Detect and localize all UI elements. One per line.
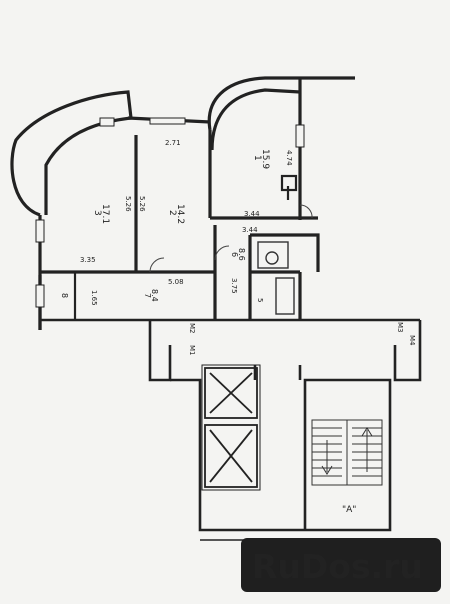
room-3-number: 3: [92, 210, 102, 216]
elevator-shafts: [201, 364, 261, 491]
dim-3-44-b: 3.44: [242, 226, 258, 234]
dim-5-26-a: 5.26: [124, 196, 132, 212]
bathroom-fixtures: [257, 241, 295, 315]
room-labels: 3 17.1 2 14.2 1 15.9 6 8.6 7 8.4 8: [60, 149, 270, 302]
dimension-labels: 2.71 4.74 5.26 5.26 3.44 3.44 3.35 5.08 …: [80, 139, 293, 306]
dim-4-74: 4.74: [285, 150, 293, 166]
dim-3-35: 3.35: [80, 256, 96, 264]
stair-arrow-up: [361, 427, 373, 472]
room-7-number: 7: [143, 293, 152, 298]
staircase: [311, 419, 383, 486]
window-right-1: [295, 124, 305, 148]
room-6-area: 8.6: [237, 248, 246, 261]
label-m2: M2: [188, 323, 196, 334]
lobby-outline: [170, 378, 392, 532]
bath-top-wall: [250, 233, 320, 272]
window-top: [149, 117, 186, 125]
dim-1-65: 1.65: [90, 290, 98, 306]
dim-5-26-b: 5.26: [138, 196, 146, 212]
room1-curved-wall: [207, 76, 355, 131]
elevator-block: [201, 364, 261, 491]
bay-wall-outer: [10, 90, 133, 217]
corridor-walls: [73, 174, 298, 320]
apartment-walls: [10, 76, 420, 330]
window-openings: [35, 117, 305, 308]
label-m3: M3: [396, 322, 404, 333]
watermark-brand: RuDos.ru: [252, 547, 423, 586]
watermark-box: [241, 538, 441, 592]
room-2-number: 2: [167, 210, 177, 216]
stair-arrow-down: [321, 440, 333, 475]
room-6-number: 6: [230, 252, 239, 257]
window-left-1: [35, 219, 45, 243]
label-m4: M4: [408, 335, 416, 346]
corridor-labels: M1 M2 M3 M4 "A": [188, 322, 416, 515]
dim-2-71: 2.71: [165, 139, 181, 147]
room-7-area: 8.4: [150, 289, 159, 302]
dim-5-08: 5.08: [168, 278, 184, 286]
room-1-number: 1: [252, 155, 262, 161]
bathtub-fixture: [275, 277, 295, 315]
toilet-bowl: [265, 251, 279, 265]
room-8-number: 8: [60, 293, 69, 298]
right-landing-wall: [393, 320, 422, 382]
window-top-left: [99, 117, 115, 127]
room-3-area: 17.1: [100, 204, 110, 224]
dim-3-75: 3.75: [230, 278, 238, 294]
label-m1: M1: [188, 345, 196, 356]
left-landing-wall: [148, 320, 172, 382]
sink-fixture: [257, 241, 289, 269]
section-label-a: "A": [342, 505, 356, 515]
door-arcs: [149, 204, 313, 273]
elevator-shaft-2: [204, 424, 258, 488]
watermark-logo: RuDos.ru: [241, 538, 441, 592]
room-1-area: 15.9: [260, 149, 270, 169]
room1-curved-inner: [210, 88, 301, 151]
elevator-shaft-1: [204, 367, 258, 419]
dim-5: 5: [256, 298, 264, 302]
room-2-area: 14.2: [175, 204, 185, 224]
window-left-2: [35, 284, 45, 308]
vent-shaft: [280, 174, 298, 192]
dim-3-44-a: 3.44: [244, 210, 260, 218]
